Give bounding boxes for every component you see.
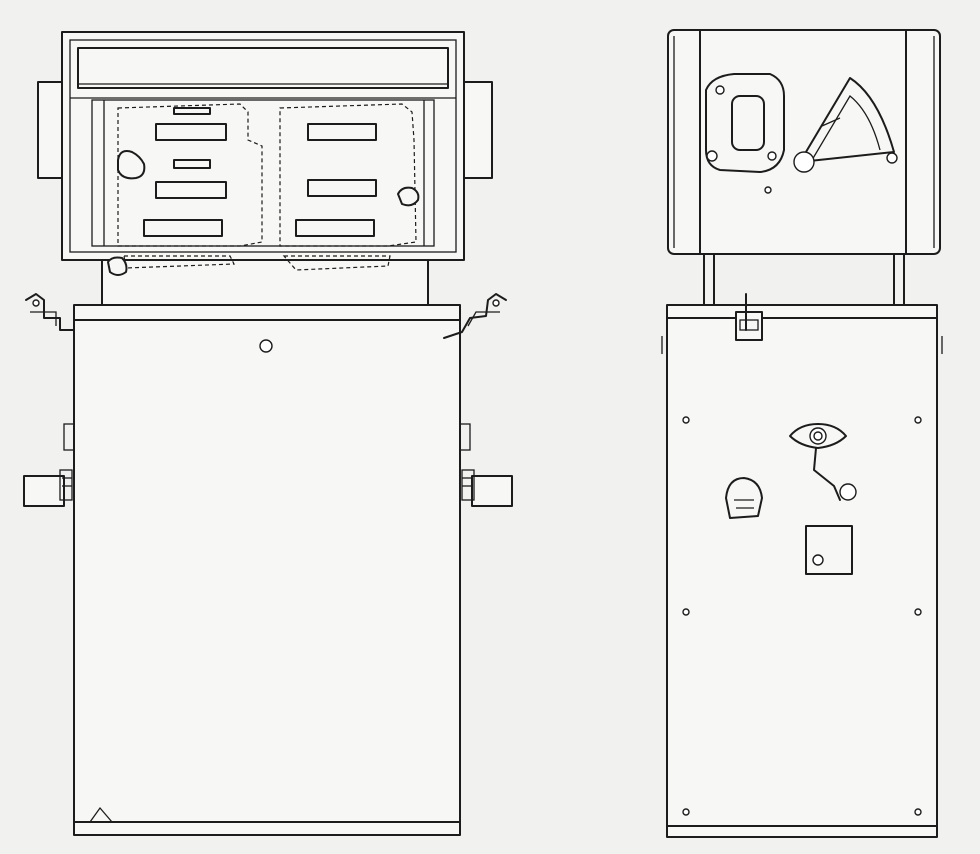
display-slot-left-4	[143, 219, 223, 237]
display-slot-left-3	[155, 181, 227, 199]
display-slot-right-2	[307, 179, 377, 197]
front-support-post	[101, 257, 429, 306]
front-head-frame	[61, 31, 465, 261]
side-cabinet-body	[661, 304, 943, 838]
side-support-rods	[703, 253, 905, 306]
right-blob-mark	[397, 186, 420, 207]
rivet	[682, 608, 690, 616]
display-slot-left-1	[155, 123, 227, 141]
rivet	[914, 416, 922, 424]
front-head-right-ear	[463, 81, 493, 179]
access-panel	[805, 525, 853, 575]
front-view	[23, 31, 513, 836]
left-hidden-outline	[117, 103, 263, 247]
rivet	[914, 608, 922, 616]
side-latch	[735, 293, 763, 341]
front-right-handle	[459, 423, 513, 507]
connector-plug	[789, 423, 857, 501]
rivet	[914, 808, 922, 816]
display-slot-left-top	[173, 107, 211, 115]
dial-pivot	[793, 151, 815, 173]
front-left-bracket	[25, 293, 75, 331]
display-slot-left-2	[173, 159, 211, 169]
front-cabinet-outline	[73, 304, 461, 836]
rivet	[682, 416, 690, 424]
dial-plate	[705, 73, 785, 173]
front-display-head	[37, 31, 493, 276]
front-foot-mark	[89, 806, 113, 823]
dial-mechanism	[705, 73, 898, 173]
side-view	[661, 29, 943, 838]
front-left-handle	[23, 423, 75, 507]
front-head-canopy	[77, 47, 449, 89]
rivet	[682, 808, 690, 816]
front-cabinet-body	[73, 304, 461, 836]
display-slot-right-1	[307, 123, 377, 141]
front-right-bracket	[443, 293, 507, 339]
front-cabinet-hole	[259, 339, 273, 353]
side-cabinet-outline	[666, 304, 938, 838]
dial-window	[731, 95, 765, 151]
control-knob	[725, 477, 763, 519]
left-blob-mark	[117, 150, 146, 180]
front-head-window	[91, 99, 435, 247]
display-slot-right-3	[295, 219, 375, 237]
side-head-housing	[667, 29, 941, 255]
